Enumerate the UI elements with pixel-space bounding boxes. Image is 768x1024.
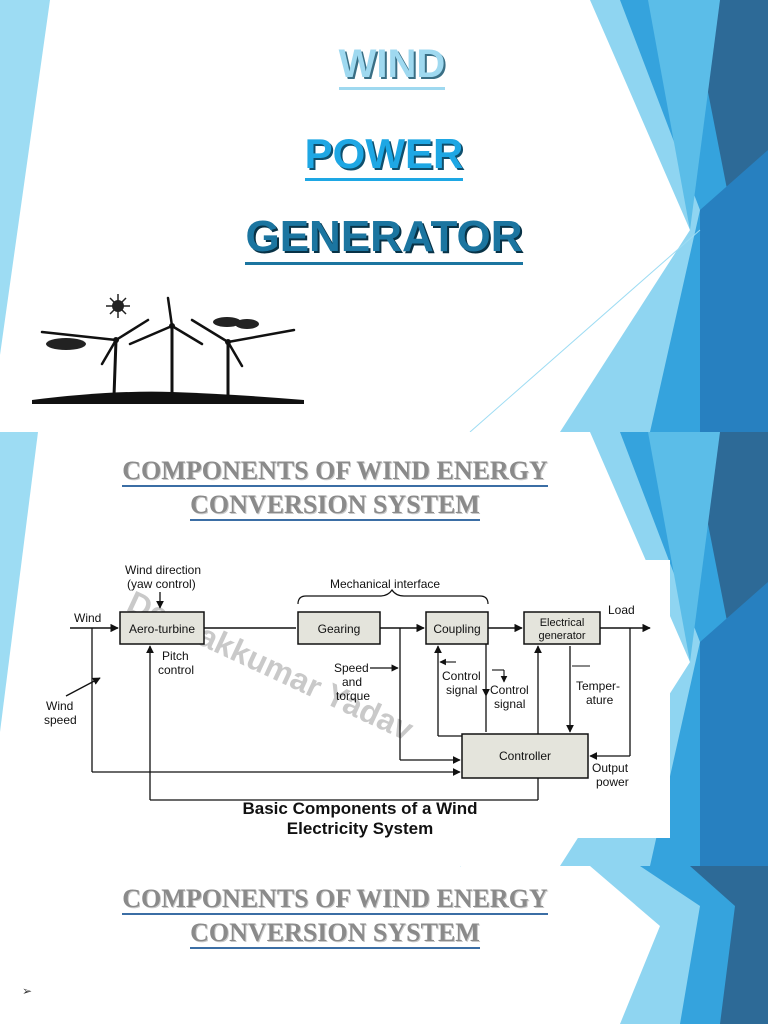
aero-turbine-block xyxy=(119,611,205,645)
label-and: and xyxy=(342,675,362,689)
block-diagram: Deepakkumar Yadav Wind direction (yaw co… xyxy=(30,560,670,838)
label-wind-speed-2: speed xyxy=(44,713,77,727)
label-control-signal-2a: Control xyxy=(490,683,529,697)
label-control-signal-1a: Control xyxy=(442,669,481,683)
label-wind-direction: Wind direction xyxy=(125,563,201,577)
svg-text:Coupling: Coupling xyxy=(433,622,480,636)
svg-text:Controller: Controller xyxy=(499,749,551,763)
label-load: Load xyxy=(608,603,635,617)
label-ature: ature xyxy=(586,693,614,707)
title-power: POWER xyxy=(0,130,768,181)
svg-text:Gearing: Gearing xyxy=(318,622,361,636)
label-yaw-control: (yaw control) xyxy=(127,577,196,591)
coupling-block xyxy=(425,611,489,645)
sun-icon xyxy=(106,294,130,318)
title-slide: WIND POWER GENERATOR xyxy=(0,0,768,432)
svg-text:Aero-turbine: Aero-turbine xyxy=(129,622,195,636)
slide-heading: COMPONENTS OF WIND ENERGY CONVERSION SYS… xyxy=(122,884,548,949)
cloud-icon xyxy=(46,338,86,350)
label-control-signal-1b: signal xyxy=(446,683,477,697)
title-wind: WIND xyxy=(8,42,768,90)
slide-heading: COMPONENTS OF WIND ENERGY CONVERSION SYS… xyxy=(122,456,548,521)
controller-block xyxy=(461,733,589,779)
diagram-caption-line2: Electricity System xyxy=(287,819,433,838)
label-mechanical-interface: Mechanical interface xyxy=(330,577,440,591)
label-control-signal-2b: signal xyxy=(494,697,525,711)
label-wind: Wind xyxy=(74,611,101,625)
label-output: Output xyxy=(592,761,629,775)
components-slide-2: COMPONENTS OF WIND ENERGY CONVERSION SYS… xyxy=(0,866,768,1024)
label-speed: Speed xyxy=(334,661,369,675)
windmill-illustration xyxy=(32,294,304,404)
label-power: power xyxy=(596,775,629,789)
bullet-arrow-icon: ➢ xyxy=(22,984,33,998)
slide-decoration xyxy=(460,866,768,1024)
title-generator: GENERATOR xyxy=(0,212,768,265)
svg-text:generator: generator xyxy=(538,630,585,642)
gearing-block xyxy=(297,611,381,645)
label-temper: Temper- xyxy=(576,679,620,693)
slide-decoration xyxy=(0,432,768,866)
label-control: control xyxy=(158,663,194,677)
svg-text:Electrical: Electrical xyxy=(540,617,585,629)
label-torque: torque xyxy=(336,689,370,703)
slide-decoration xyxy=(0,0,768,432)
label-pitch: Pitch xyxy=(162,649,189,663)
label-wind-speed-1: Wind xyxy=(46,699,73,713)
diagram-caption-line1: Basic Components of a Wind xyxy=(242,799,477,818)
components-slide: COMPONENTS OF WIND ENERGY CONVERSION SYS… xyxy=(0,432,768,866)
